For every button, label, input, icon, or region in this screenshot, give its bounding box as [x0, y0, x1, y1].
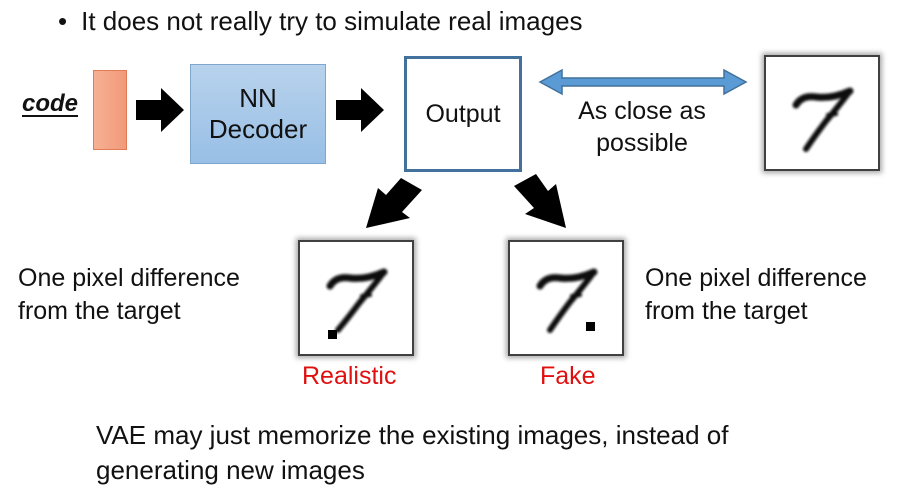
arrow-output-to-realistic — [366, 178, 422, 228]
digit-seven-target — [792, 87, 854, 152]
extra-pixel-connected — [328, 330, 337, 339]
output-box: Output — [404, 56, 522, 172]
left-one-pixel-caption: One pixel difference from the target — [18, 262, 283, 328]
arrow-decoder-to-output — [336, 88, 384, 132]
fake-label: Fake — [540, 362, 596, 390]
bullet-point: • It does not really try to simulate real… — [58, 6, 583, 37]
code-vector — [93, 70, 127, 150]
right-one-pixel-caption: One pixel difference from the target — [645, 262, 903, 328]
left-caption-text: One pixel difference from the target — [18, 264, 240, 325]
right-caption-text: One pixel difference from the target — [645, 264, 867, 325]
arrow-code-to-decoder — [136, 88, 184, 132]
conclusion-text: VAE may just memorize the existing image… — [96, 418, 816, 488]
arrow-output-to-fake — [514, 174, 566, 228]
digit-seven-fake — [536, 268, 598, 333]
double-arrow-compare — [538, 68, 748, 96]
output-label: Output — [425, 99, 501, 128]
nn-decoder-box: NN Decoder — [190, 64, 326, 164]
target-digit-image — [764, 55, 880, 171]
nn-decoder-label: NN Decoder — [208, 83, 308, 144]
extra-pixel-isolated — [586, 322, 595, 331]
as-close-as-possible-label: As close as possible — [578, 97, 706, 157]
realistic-digit-image — [298, 240, 414, 356]
bullet-symbol: • — [58, 6, 68, 36]
digit-seven-realistic — [326, 268, 388, 339]
bullet-text: It does not really try to simulate real … — [81, 6, 583, 36]
fake-digit-image — [508, 240, 624, 356]
code-label: code — [22, 90, 79, 117]
conclusion-sentence: VAE may just memorize the existing image… — [96, 420, 729, 485]
realistic-label: Realistic — [302, 362, 397, 390]
